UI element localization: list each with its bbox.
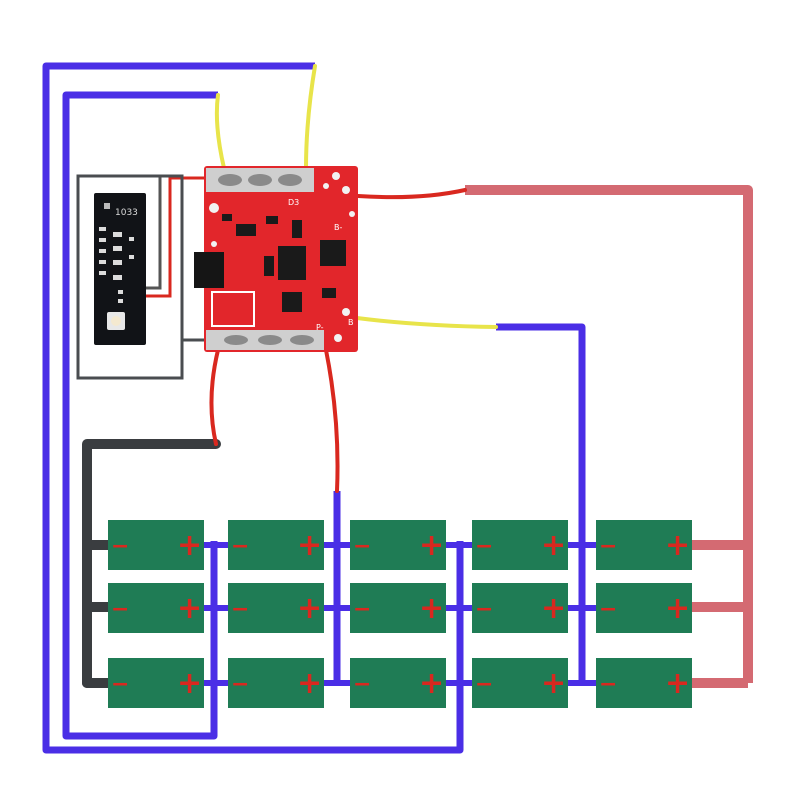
cell-negative-label: − (111, 534, 129, 559)
cell-body (596, 658, 692, 708)
cell-negative-label: − (353, 672, 371, 697)
cell-negative-label: − (353, 534, 371, 559)
battery-cell: −+ (472, 520, 568, 570)
cell-body (472, 520, 568, 570)
svg-text:B-: B- (334, 223, 342, 232)
indicator-label: 1033 (115, 208, 138, 218)
bms-dc-jack (194, 252, 224, 288)
indicator-mark (104, 203, 110, 209)
indicator-board: 1033 (76, 174, 212, 380)
cell-negative-label: − (111, 672, 129, 697)
cell-positive-label: + (297, 666, 322, 701)
yellow-lead-bottom (355, 316, 498, 329)
bms-terminal-top-holes (218, 174, 302, 186)
cell-body (108, 583, 204, 633)
battery-cell: −+ (350, 520, 446, 570)
yellow-lead-right (304, 64, 317, 170)
battery-cell: −+ (350, 583, 446, 633)
cell-negative-label: − (599, 597, 617, 622)
cell-body (108, 658, 204, 708)
board-leads (141, 64, 498, 493)
cell-body (108, 520, 204, 570)
red-lead-indicator (141, 176, 208, 298)
cell-negative-label: − (231, 534, 249, 559)
black-wires (82, 439, 221, 688)
svg-text:P-: P- (316, 323, 324, 332)
battery-cell: −+ (472, 658, 568, 708)
battery-cell: −+ (228, 520, 324, 570)
cell-positive-label: + (419, 528, 444, 563)
cell-body (596, 520, 692, 570)
cell-positive-label: + (665, 528, 690, 563)
blue-wire-right (496, 323, 586, 683)
cell-body (472, 658, 568, 708)
cell-negative-label: − (231, 597, 249, 622)
cell-positive-label: + (297, 528, 322, 563)
red-lead-right (356, 188, 467, 200)
cell-body (350, 658, 446, 708)
black-lead-indicator (141, 174, 162, 290)
battery-cell: −+ (596, 658, 692, 708)
bms-chips (222, 214, 346, 312)
battery-cell: −+ (228, 583, 324, 633)
cell-body (228, 658, 324, 708)
battery-cell: −+ (228, 658, 324, 708)
cell-positive-label: + (177, 591, 202, 626)
cell-negative-label: − (475, 597, 493, 622)
cell-body (350, 583, 446, 633)
indicator-leds (99, 227, 134, 303)
cell-positive-label: + (541, 591, 566, 626)
cell-negative-label: − (475, 672, 493, 697)
cell-positive-label: + (177, 666, 202, 701)
indicator-button-cap (111, 316, 121, 326)
cell-body (472, 583, 568, 633)
svg-text:B: B (348, 318, 354, 327)
indicator-frame (76, 174, 184, 380)
cell-body (596, 583, 692, 633)
cell-negative-label: − (231, 672, 249, 697)
cell-positive-label: + (419, 666, 444, 701)
battery-cell: −+ (108, 520, 204, 570)
cell-positive-label: + (541, 528, 566, 563)
battery-cell: −+ (108, 583, 204, 633)
yellow-lead-left (214, 93, 226, 170)
battery-cell: −+ (350, 658, 446, 708)
cell-positive-label: + (297, 591, 322, 626)
battery-cell: −+ (472, 583, 568, 633)
cell-negative-label: − (111, 597, 129, 622)
pink-wires (465, 185, 753, 688)
cell-array: −+−+−+−+−+−+−+−+−+−+−+−+−+−+−+ (108, 520, 692, 708)
svg-text:D3: D3 (288, 198, 299, 207)
bms-silkscreen (211, 291, 255, 327)
cell-body (228, 583, 324, 633)
cell-positive-label: + (419, 591, 444, 626)
red-lead-left (209, 348, 220, 446)
bms-board: D3 B- P- B (194, 166, 358, 352)
cell-jumpers (204, 542, 596, 686)
battery-cell: −+ (596, 520, 692, 570)
bms-silk-labels: D3 B- P- B (288, 198, 354, 332)
cell-negative-label: − (599, 672, 617, 697)
cell-body (228, 520, 324, 570)
cell-positive-label: + (177, 528, 202, 563)
cell-positive-label: + (665, 591, 690, 626)
cell-positive-label: + (665, 666, 690, 701)
cell-positive-label: + (541, 666, 566, 701)
red-lead-bottom (324, 348, 340, 493)
indicator-pcb (94, 193, 146, 345)
blue-wire-inner (62, 91, 218, 740)
bms-terminal-bottom-holes (224, 335, 314, 345)
cell-negative-label: − (353, 597, 371, 622)
pink-wire-main (465, 185, 753, 683)
cell-body (350, 520, 446, 570)
cell-negative-label: − (475, 534, 493, 559)
cell-negative-label: − (599, 534, 617, 559)
battery-cell: −+ (108, 658, 204, 708)
battery-cell: −+ (596, 583, 692, 633)
bms-pads (209, 172, 355, 342)
